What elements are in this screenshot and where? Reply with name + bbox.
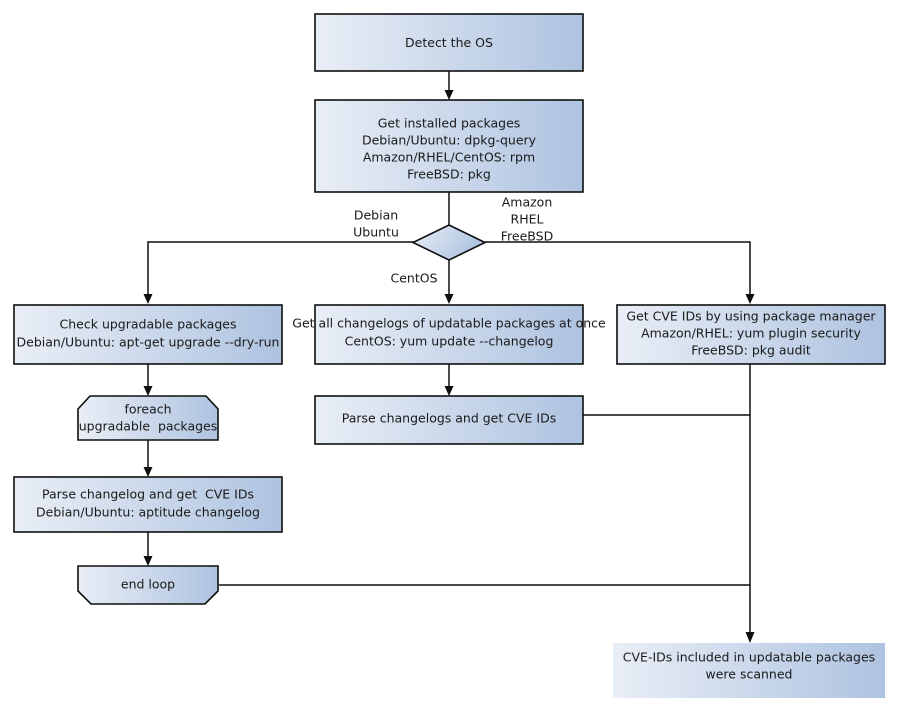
- arrowhead-packages: [444, 90, 454, 100]
- branch-amazon-line-3: FreeBSD: [501, 229, 553, 244]
- parse-changelogs-cve-label: Parse changelogs and get CVE IDs: [342, 411, 556, 426]
- node-scan-complete[interactable]: CVE-IDs included in updatable packages w…: [613, 643, 885, 698]
- check-upgradable-box[interactable]: [13, 304, 283, 365]
- get-cve-ids-pkgmgr-line-2: Amazon/RHEL: yum plugin security: [641, 326, 861, 341]
- get-installed-packages-line-1: Get installed packages: [378, 116, 521, 131]
- arrowhead-get-all-changelogs: [444, 294, 454, 304]
- end-loop-shape[interactable]: [77, 565, 219, 605]
- branch-debian-line-2: Ubuntu: [353, 225, 399, 240]
- get-installed-packages-line-3: Amazon/RHEL/CentOS: rpm: [363, 150, 535, 165]
- connector-layer: [143, 71, 755, 643]
- edge-decision-right: [485, 241, 751, 296]
- parse-changelogs-cve-box[interactable]: [314, 395, 584, 445]
- parse-changelog-aptitude-line-1: Parse changelog and get CVE IDs: [42, 487, 254, 502]
- arrowhead-parse-changelogs: [444, 386, 454, 396]
- get-cve-ids-pkgmgr-box[interactable]: [616, 304, 886, 365]
- detect-os-box[interactable]: [314, 13, 584, 72]
- end-loop-label: end loop: [121, 577, 175, 592]
- check-upgradable-line-2: Debian/Ubuntu: apt-get upgrade --dry-run: [17, 335, 280, 350]
- arrowhead-check-upgradable: [143, 294, 153, 304]
- node-os-decision[interactable]: [411, 224, 487, 261]
- branch-centos-line-1: CentOS: [390, 271, 437, 286]
- get-all-changelogs-line-2: CentOS: yum update --changelog: [345, 334, 554, 349]
- foreach-loop-start-line-1: foreach: [124, 402, 171, 417]
- foreach-loop-start-line-2: upgradable packages: [79, 419, 218, 434]
- arrowhead-parse-aptitude: [143, 467, 153, 477]
- edge-label-branch-centos: CentOS: [390, 271, 437, 286]
- branch-debian-line-1: Debian: [354, 208, 398, 223]
- node-foreach-loop-start[interactable]: foreach upgradable packages: [77, 395, 219, 441]
- node-get-all-changelogs[interactable]: Get all changelogs of updatable packages…: [292, 304, 606, 365]
- edge-label-branch-amazon: Amazon RHEL FreeBSD: [501, 195, 553, 244]
- edge-label-branch-debian: Debian Ubuntu: [353, 208, 399, 240]
- node-get-installed-packages[interactable]: Get installed packages Debian/Ubuntu: dp…: [314, 99, 584, 193]
- node-detect-os[interactable]: Detect the OS: [314, 13, 584, 72]
- get-installed-packages-line-4: FreeBSD: pkg: [407, 167, 491, 182]
- edge-decision-left: [147, 241, 414, 296]
- node-parse-changelogs-cve[interactable]: Parse changelogs and get CVE IDs: [314, 395, 584, 445]
- node-parse-changelog-aptitude[interactable]: Parse changelog and get CVE IDs Debian/U…: [13, 476, 283, 533]
- os-decision-diamond[interactable]: [411, 224, 487, 261]
- check-upgradable-line-1: Check upgradable packages: [60, 317, 237, 332]
- arrowhead-foreach: [143, 386, 153, 396]
- get-installed-packages-line-2: Debian/Ubuntu: dpkg-query: [362, 133, 537, 148]
- get-all-changelogs-line-1: Get all changelogs of updatable packages…: [292, 316, 606, 331]
- scan-complete-line-2: were scanned: [706, 667, 793, 682]
- arrowhead-scan-complete: [745, 632, 755, 643]
- node-end-loop[interactable]: end loop: [77, 565, 219, 605]
- arrowhead-get-cve-pkgmgr: [745, 294, 755, 304]
- get-cve-ids-pkgmgr-line-3: FreeBSD: pkg audit: [691, 343, 811, 358]
- get-installed-packages-box[interactable]: [314, 99, 584, 193]
- get-cve-ids-pkgmgr-line-1: Get CVE IDs by using package manager: [626, 309, 876, 324]
- foreach-loop-start-shape[interactable]: [77, 395, 219, 441]
- parse-changelog-aptitude-line-2: Debian/Ubuntu: aptitude changelog: [36, 505, 260, 520]
- scan-complete-box[interactable]: [613, 643, 885, 698]
- get-all-changelogs-box[interactable]: [314, 304, 584, 365]
- node-check-upgradable[interactable]: Check upgradable packages Debian/Ubuntu:…: [13, 304, 283, 365]
- detect-os-label: Detect the OS: [405, 35, 493, 50]
- scan-complete-line-1: CVE-IDs included in updatable packages: [623, 650, 875, 665]
- branch-amazon-line-1: Amazon: [502, 195, 553, 210]
- parse-changelog-aptitude-box[interactable]: [13, 476, 283, 533]
- arrowhead-end-loop: [143, 556, 153, 566]
- branch-amazon-line-2: RHEL: [511, 212, 544, 227]
- node-get-cve-ids-pkgmgr[interactable]: Get CVE IDs by using package manager Ama…: [616, 304, 886, 365]
